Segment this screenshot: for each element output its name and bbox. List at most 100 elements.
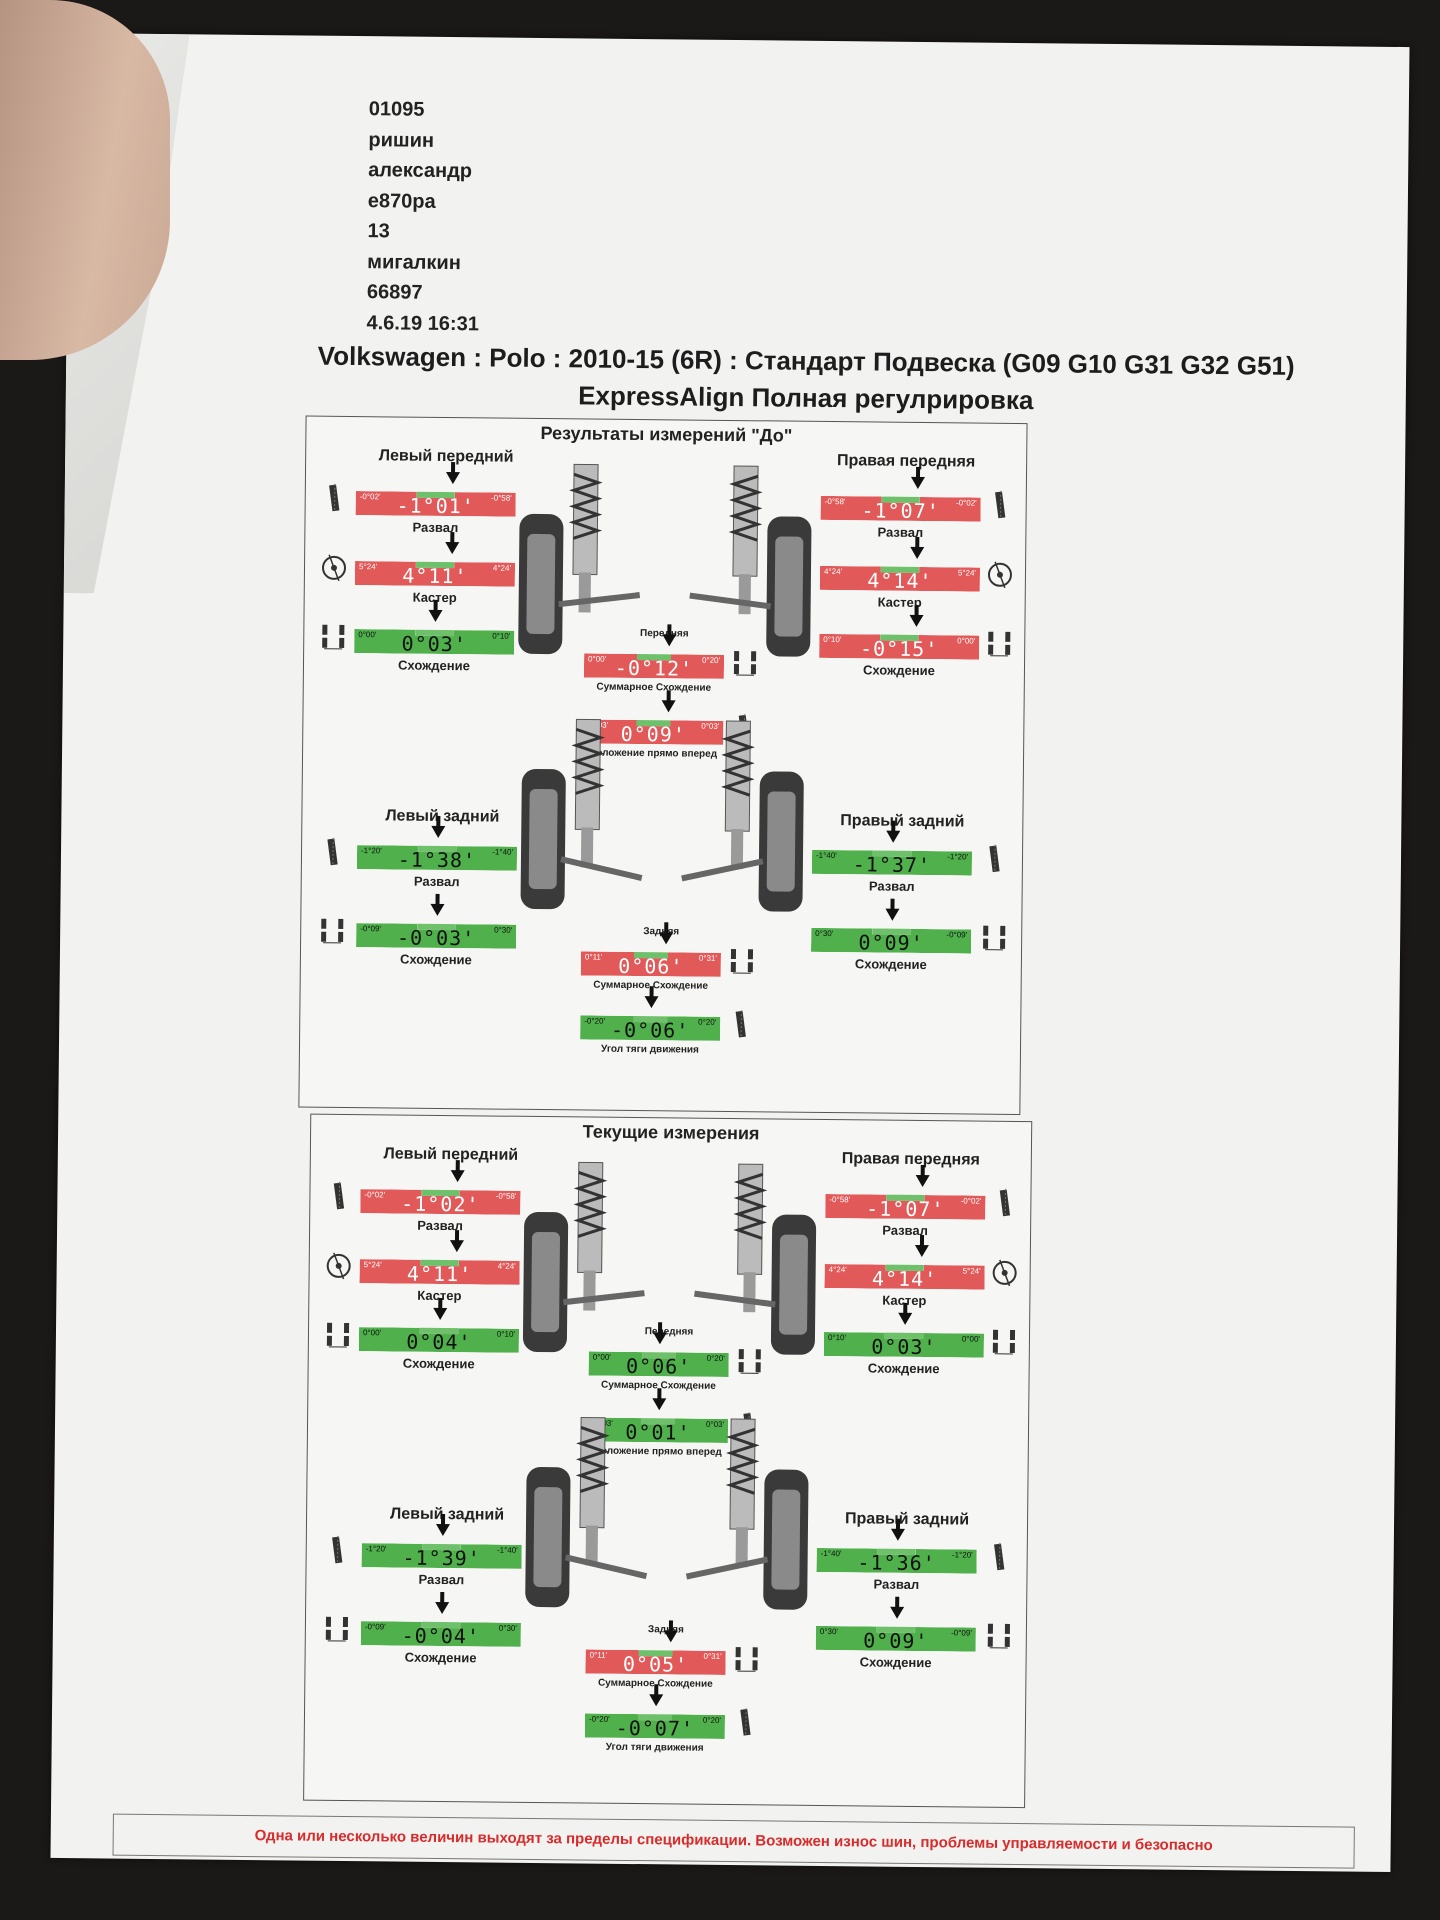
alignment-gauge: -0°58'-0°02'-1°07' — [825, 1174, 985, 1222]
camber-icon — [988, 490, 1014, 520]
gauge-value: -1°37' — [852, 852, 932, 878]
toe-icon — [986, 1620, 1012, 1650]
rear-left-label: Левый задний — [385, 807, 500, 826]
section-title: Результаты измерений "До" — [540, 422, 793, 446]
alignment-gauge: 0°10'0°00'-0°15' — [819, 614, 979, 661]
front-right-metric-label: Схождение — [862, 662, 935, 679]
alignment-gauge: 4°24'5°24'4°14' — [820, 546, 980, 594]
gauge-value: -1°36' — [857, 1550, 936, 1576]
down-arrow-icon — [890, 1528, 905, 1541]
alignment-gauge: 0°30'-0°09'0°09' — [816, 1606, 976, 1654]
rear-suspension-diagram — [676, 710, 808, 926]
alignment-gauge: 0°00'0°10'0°04' — [359, 1307, 519, 1355]
gauge-value: 4°11' — [406, 1261, 473, 1287]
gauge-value: -1°07' — [866, 1196, 945, 1222]
down-arrow-icon — [649, 1694, 664, 1707]
client-line: 66897 — [366, 281, 423, 304]
gauge-value: 0°09' — [863, 1628, 929, 1654]
alignment-gauge: 0°11'0°31'0°05' — [585, 1630, 725, 1677]
front-right-metric-label: Развал — [877, 524, 924, 541]
down-arrow-icon — [653, 1332, 668, 1345]
client-line: 13 — [367, 220, 390, 243]
toe-icon — [981, 922, 1007, 952]
gauge-value: 0°09' — [858, 930, 924, 956]
gauge-value: -0°12' — [614, 655, 694, 681]
camber-icon — [320, 837, 346, 867]
rear-axle-metric-label: Угол тяги движения — [600, 1043, 699, 1056]
alignment-gauge: -0°20'0°20'-0°06' — [580, 996, 720, 1043]
alignment-gauge: -0°20'0°20'-0°07' — [585, 1694, 725, 1741]
toe-icon — [319, 915, 345, 945]
front-axle-metric-label: Суммарное Схождение — [596, 681, 712, 694]
toe-icon — [324, 1613, 350, 1643]
rear-suspension-diagram — [681, 1409, 813, 1625]
client-info: 01095 ришин александр е870ра 13 мигалкин… — [366, 94, 481, 339]
rear-right-metric-label: Развал — [873, 1576, 920, 1593]
gauge-value: 0°03' — [401, 631, 467, 657]
down-arrow-icon — [432, 1307, 447, 1321]
down-arrow-icon — [909, 614, 924, 628]
down-arrow-icon — [445, 471, 460, 485]
front-left-metric-label: Развал — [417, 1217, 464, 1234]
down-arrow-icon — [910, 476, 925, 490]
camber-icon — [733, 1707, 759, 1737]
alignment-gauge: -0°58'-0°02'-1°07' — [821, 476, 981, 523]
toe-icon — [991, 1326, 1017, 1356]
gauge-value: -0°07' — [615, 1715, 695, 1741]
printout-sheet: 01095 ришин александр е870ра 13 мигалкин… — [50, 33, 1410, 1872]
camber-icon — [728, 1009, 754, 1039]
down-arrow-icon — [659, 932, 674, 945]
rear-right-metric-label: Схождение — [854, 956, 927, 973]
rear-suspension-diagram — [521, 1407, 653, 1623]
gauge-value: -1°01' — [396, 493, 475, 519]
front-right-metric-label: Кастер — [877, 594, 922, 610]
rear-right-metric-label: Схождение — [859, 1654, 932, 1671]
alignment-gauge: 5°24'4°24'4°11' — [360, 1240, 520, 1287]
client-line: 4.6.19 16:31 — [366, 311, 480, 335]
client-line: 01095 — [368, 98, 425, 121]
camber-icon — [982, 844, 1008, 874]
gauge-value: 0°06' — [625, 1353, 692, 1379]
front-right-label: Правая передняя — [836, 452, 976, 471]
caster-icon — [321, 553, 347, 583]
alignment-gauge: -0°09'0°30'-0°03' — [356, 903, 516, 950]
toe-icon — [986, 628, 1012, 658]
down-arrow-icon — [884, 908, 900, 921]
alignment-gauge: -1°40'-1°20'-1°36' — [817, 1528, 977, 1576]
alignment-gauge: 0°10'0°00'0°03' — [824, 1312, 984, 1360]
gauge-value: 0°05' — [622, 1651, 689, 1677]
toe-icon — [733, 1643, 759, 1673]
caster-icon — [987, 560, 1013, 590]
spec-warning: Одна или несколько величин выходят за пр… — [112, 1813, 1355, 1869]
rear-right-label: Правый задний — [840, 812, 965, 831]
down-arrow-icon — [914, 1244, 929, 1258]
front-suspension-diagram — [519, 1152, 651, 1368]
client-line: е870ра — [367, 189, 436, 213]
client-line: мигалкин — [367, 250, 461, 274]
rear-axle-metric-label: Угол тяги движения — [605, 1741, 704, 1754]
down-arrow-icon — [450, 1170, 465, 1183]
gauge-value: 4°14' — [867, 568, 933, 594]
client-line: ришин — [368, 128, 435, 152]
camber-icon — [325, 1535, 351, 1565]
gauge-value: 0°04' — [406, 1329, 472, 1355]
toe-icon — [732, 647, 758, 677]
alignment-gauge: -0°02'-0°58'-1°01' — [356, 471, 516, 519]
down-arrow-icon — [897, 1312, 912, 1325]
alignment-gauge: -0°02'-0°58'-1°02' — [360, 1170, 520, 1216]
alignment-gauge: 0°11'0°31'0°06' — [581, 932, 721, 979]
front-suspension-diagram — [684, 456, 816, 672]
rear-left-metric-label: Развал — [413, 873, 460, 890]
gauge-value: 4°11' — [402, 563, 468, 589]
gauge-value: 0°03' — [871, 1334, 937, 1360]
gauge-value: 4°14' — [871, 1266, 938, 1292]
front-right-metric-label: Развал — [882, 1222, 929, 1239]
alignment-gauge: -1°20'-1°40'-1°39' — [362, 1523, 522, 1570]
camber-icon — [326, 1181, 352, 1211]
front-right-metric-label: Схождение — [867, 1360, 940, 1377]
rear-suspension-diagram — [516, 709, 648, 925]
gauge-value: 0°06' — [618, 953, 684, 979]
alignment-gauge: -0°09'0°30'-0°04' — [361, 1601, 521, 1648]
down-arrow-icon — [909, 546, 924, 560]
